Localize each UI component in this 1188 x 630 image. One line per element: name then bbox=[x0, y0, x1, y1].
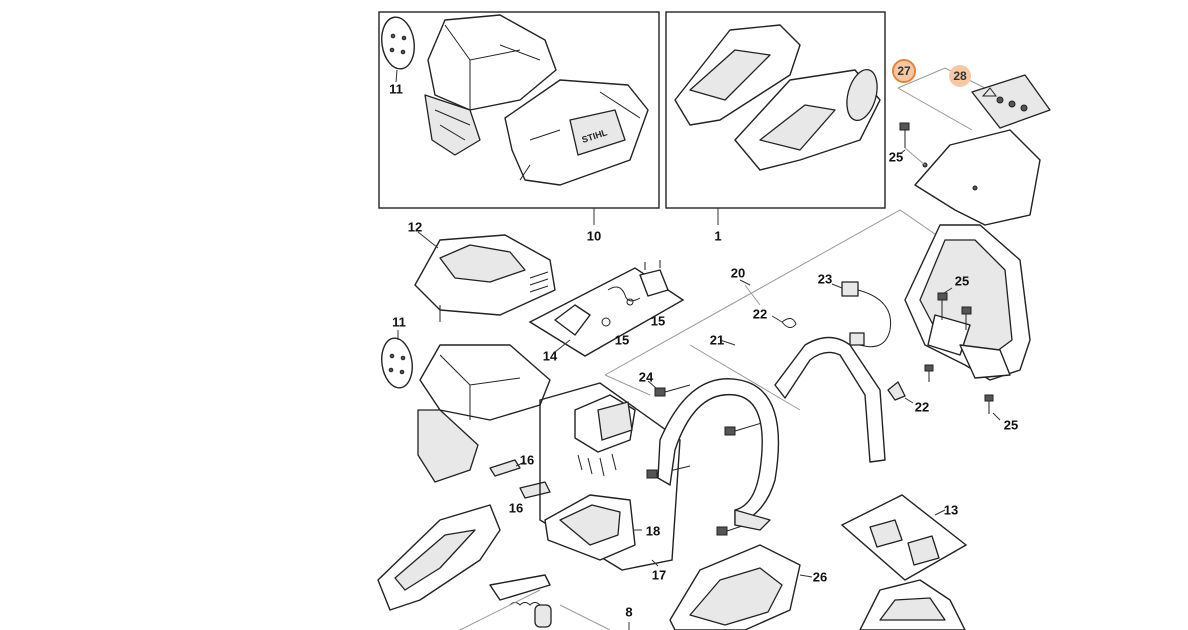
callout-8[interactable]: 8 bbox=[625, 604, 633, 620]
callout-14[interactable]: 14 bbox=[542, 348, 558, 364]
decal-28[interactable] bbox=[971, 74, 1051, 129]
cover-12[interactable] bbox=[414, 234, 556, 322]
front-handle-21[interactable] bbox=[657, 378, 780, 531]
gasket-11-lower[interactable] bbox=[379, 336, 416, 390]
shroud-10[interactable] bbox=[504, 79, 649, 186]
callout-18[interactable]: 18 bbox=[645, 523, 661, 539]
clip-16-b[interactable] bbox=[519, 481, 551, 499]
callout-11-lower[interactable]: 11 bbox=[392, 314, 406, 330]
plate-14[interactable] bbox=[554, 304, 591, 336]
clip-16-a[interactable] bbox=[489, 459, 521, 477]
callout-28-related[interactable]: 28 bbox=[949, 65, 971, 87]
callout-26[interactable]: 26 bbox=[812, 569, 828, 585]
carburetor-box-lower[interactable] bbox=[417, 344, 551, 483]
clip-22-a[interactable] bbox=[781, 318, 797, 328]
frame-part-10 bbox=[378, 11, 660, 209]
screw-25-mid-a[interactable] bbox=[937, 292, 948, 320]
handle-bar-20[interactable] bbox=[774, 336, 886, 463]
callout-25-mid[interactable]: 25 bbox=[954, 273, 970, 289]
gasket-11-top[interactable] bbox=[379, 15, 418, 71]
rear-cover[interactable] bbox=[914, 129, 1041, 226]
spring-15-left[interactable] bbox=[601, 286, 641, 327]
callout-24[interactable]: 24 bbox=[638, 369, 654, 385]
handle-housing-1[interactable] bbox=[674, 24, 882, 171]
screw-25-low-a[interactable] bbox=[924, 364, 934, 382]
control-module-18[interactable] bbox=[544, 394, 636, 561]
housing-26[interactable] bbox=[669, 544, 801, 630]
callout-25-bottom[interactable]: 25 bbox=[1003, 417, 1019, 433]
callout-17[interactable]: 17 bbox=[651, 567, 667, 583]
screw-25-top[interactable] bbox=[899, 122, 910, 148]
pad-13-a[interactable] bbox=[869, 519, 903, 548]
callout-20[interactable]: 20 bbox=[730, 265, 746, 281]
cable-23[interactable] bbox=[841, 281, 892, 348]
carburetor-box-upper[interactable] bbox=[424, 14, 557, 156]
handle-shell-lower[interactable] bbox=[377, 504, 551, 611]
callout-1[interactable]: 1 bbox=[714, 228, 722, 244]
callout-15-right[interactable]: 15 bbox=[650, 313, 666, 329]
callout-10[interactable]: 10 bbox=[586, 228, 602, 244]
callout-15-left[interactable]: 15 bbox=[614, 332, 630, 348]
spring-coil-b[interactable] bbox=[534, 604, 552, 628]
screw-24[interactable] bbox=[654, 384, 691, 397]
callout-25-top[interactable]: 25 bbox=[888, 149, 904, 165]
callout-13[interactable]: 13 bbox=[943, 502, 959, 518]
frame-part-13 bbox=[840, 494, 968, 581]
callout-23[interactable]: 23 bbox=[817, 271, 833, 287]
callout-22-top[interactable]: 22 bbox=[752, 306, 768, 322]
screw-25-low-b[interactable] bbox=[984, 394, 994, 414]
frame-parts-27-28 bbox=[897, 67, 986, 131]
callout-21[interactable]: 21 bbox=[709, 332, 725, 348]
frame-parts-17-18 bbox=[539, 382, 681, 571]
callout-27-selected[interactable]: 27 bbox=[892, 59, 916, 83]
callout-12[interactable]: 12 bbox=[407, 219, 423, 235]
callout-22-right[interactable]: 22 bbox=[914, 399, 930, 415]
clip-22-b[interactable] bbox=[887, 381, 906, 401]
callout-11-top[interactable]: 11 bbox=[389, 81, 403, 97]
rear-handle-frame[interactable] bbox=[904, 224, 1031, 381]
screw-bolt-b[interactable] bbox=[724, 421, 766, 436]
callout-16-bottom[interactable]: 16 bbox=[508, 500, 524, 516]
pad-13-b[interactable] bbox=[907, 535, 940, 566]
housing-partial-bottom-right[interactable] bbox=[859, 579, 966, 630]
frame-parts-14-15 bbox=[528, 267, 685, 357]
callout-16-top[interactable]: 16 bbox=[519, 452, 535, 468]
bracket-15-right[interactable] bbox=[639, 260, 669, 297]
frame-part-1 bbox=[665, 11, 886, 209]
screw-25-mid-b[interactable] bbox=[961, 306, 972, 330]
